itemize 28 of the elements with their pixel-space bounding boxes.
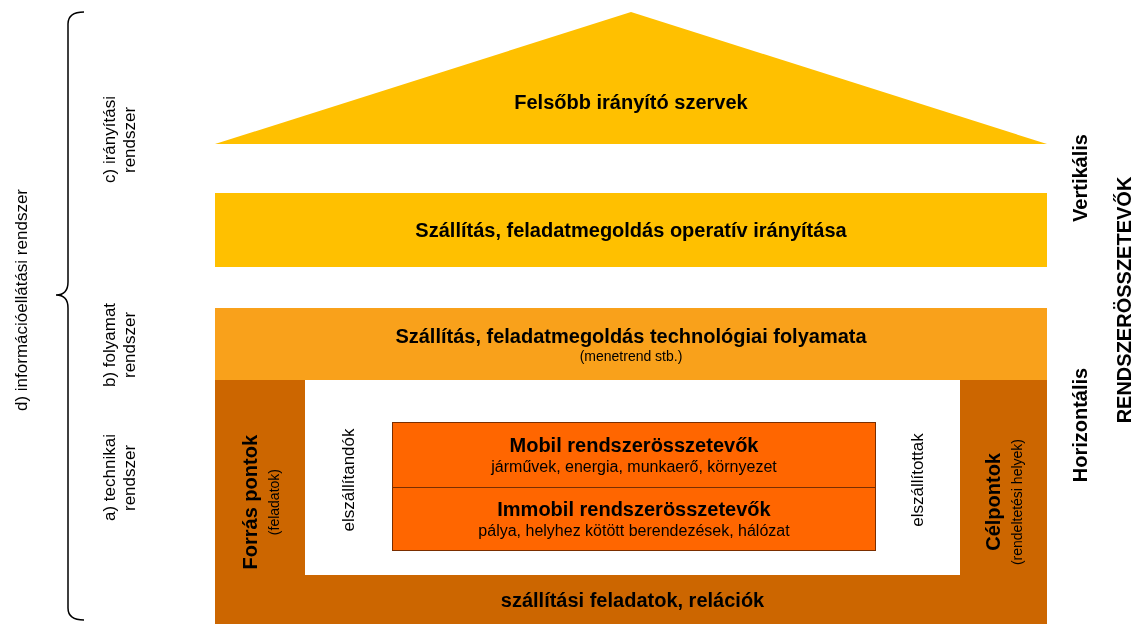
heading: Mobil rendszerösszetevők [509, 433, 759, 458]
heading: Célpontok [981, 453, 1006, 551]
side-label: d) információellátási rendszer [12, 189, 32, 411]
heading: Szállítás, feladatmegoldás technológiai folyamata [395, 323, 867, 348]
heading: Immobil rendszerösszetevők [497, 497, 771, 522]
flow-label: elszállítandók [339, 428, 359, 532]
subtext: pálya, helyhez kötött berendezések, hálózat [478, 521, 790, 541]
heading: Felsőbb irányító szervek [514, 90, 748, 114]
heading: szállítási feladatok, relációk [500, 587, 765, 612]
subtext: (rendeltetési helyek) [1009, 438, 1026, 566]
component-box [392, 487, 876, 551]
subtext: (menetrend stb.) [579, 347, 683, 365]
side-label: a) technikai rendszer [100, 433, 140, 524]
side-label: Horizontális [1068, 367, 1092, 483]
flow-label: elszállítottak [908, 433, 928, 527]
side-label: b) folyamat rendszer [100, 301, 140, 390]
side-label: Vertikális [1068, 134, 1092, 222]
side-column [960, 380, 1047, 624]
side-label: RENDSZERÖSSZETEVŐK [1112, 176, 1136, 424]
heading: Forrás pontok [237, 434, 262, 570]
subtext: (feladatok) [265, 468, 283, 536]
side-column [215, 380, 305, 624]
subtext: járművek, energia, munkaerő, környezet [491, 457, 777, 477]
layer-bar [215, 308, 1047, 380]
layer-bar [215, 193, 1047, 267]
side-label: c) irányítási rendszer [100, 95, 140, 186]
component-box [392, 422, 876, 488]
heading: Szállítás, feladatmegoldás operatív irányítása [415, 218, 847, 242]
